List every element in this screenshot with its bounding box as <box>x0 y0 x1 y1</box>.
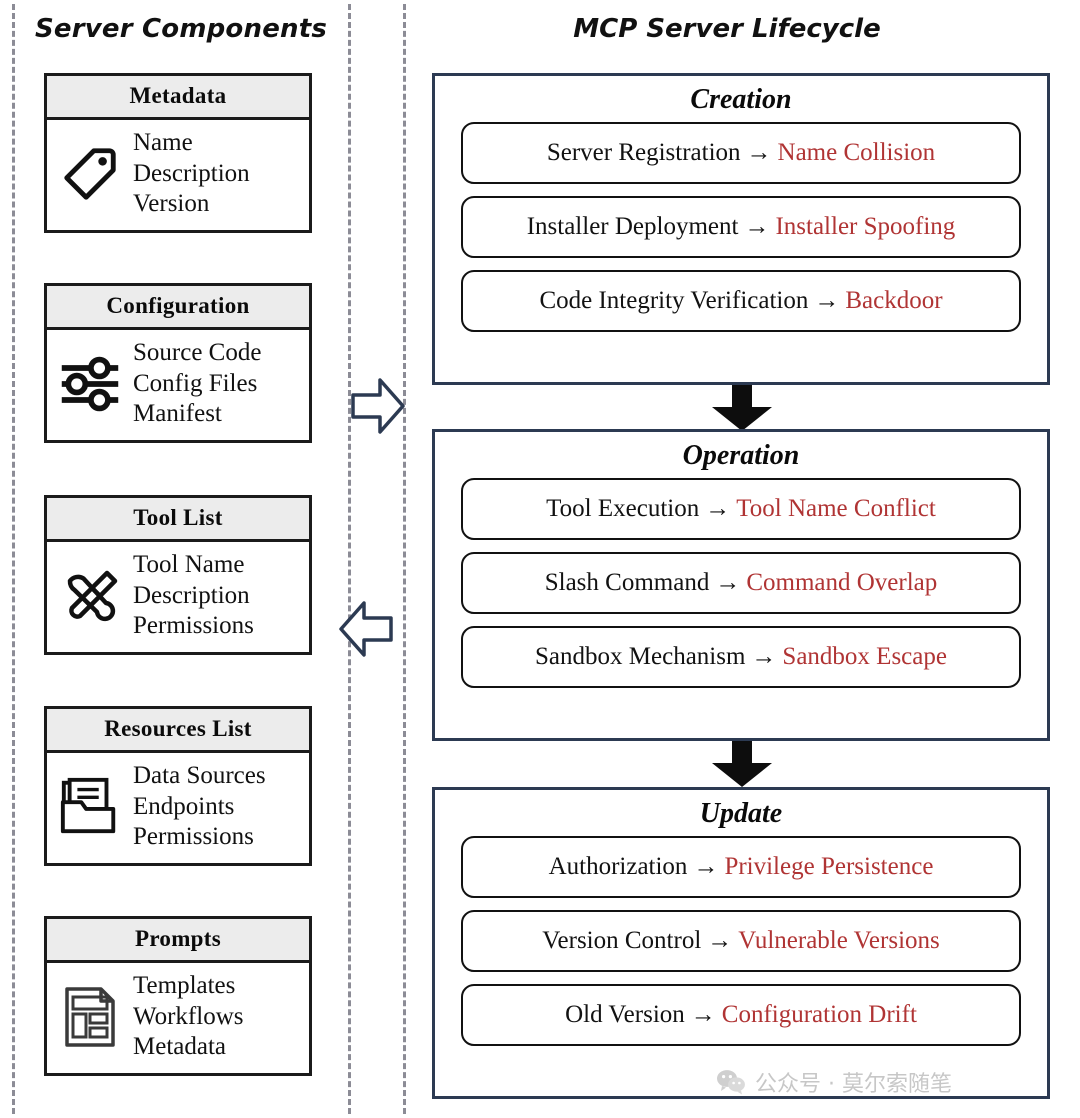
lifecycle-row[interactable]: Code Integrity Verification → Backdoor <box>461 270 1021 332</box>
card-body-resources-list: Data Sources Endpoints Permissions <box>47 753 309 863</box>
list-item: Permissions <box>133 612 254 639</box>
row-source: Slash Command <box>544 569 710 596</box>
row-source: Sandbox Mechanism <box>535 643 746 670</box>
card-items-metadata: Name Description Version <box>133 128 250 220</box>
card-header-configuration: Configuration <box>47 286 309 330</box>
arrow-glyph: → <box>705 495 731 522</box>
mcp-server-lifecycle-panel: MCP Server Lifecycle Creation Server Reg… <box>404 0 1080 1118</box>
arrow-glyph: → <box>746 139 772 166</box>
row-risk: Sandbox Escape <box>782 643 947 670</box>
stage-update[interactable]: Update Authorization → Privilege Persist… <box>432 787 1050 1099</box>
lifecycle-row[interactable]: Version Control → Vulnerable Versions <box>461 910 1021 972</box>
arrow-glyph: → <box>690 1001 716 1028</box>
tag-icon <box>53 132 127 216</box>
stage-title-creation: Creation <box>690 84 792 115</box>
list-item: Description <box>133 159 250 187</box>
list-item: Tool Name <box>133 551 245 578</box>
card-body-metadata: Name Description Version <box>47 120 309 230</box>
arrow-left-to-components <box>338 598 394 665</box>
server-components-panel: Server Components Metadata Name Descript… <box>22 0 340 1118</box>
row-risk: Configuration Drift <box>721 1001 917 1028</box>
row-source: Server Registration <box>546 139 741 166</box>
lifecycle-row[interactable]: Slash Command → Command Overlap <box>461 552 1021 614</box>
arrow-glyph: → <box>751 643 777 670</box>
server-components-title: Server Components <box>34 14 328 44</box>
stage-creation[interactable]: Creation Server Registration → Name Coll… <box>432 73 1050 385</box>
component-card-metadata[interactable]: Metadata Name Description Version <box>44 73 312 233</box>
card-body-configuration: Source Code Config Files Manifest <box>47 330 309 440</box>
card-items-resources-list: Data Sources Endpoints Permissions <box>133 761 266 853</box>
arrow-glyph: → <box>707 927 733 954</box>
row-risk: Command Overlap <box>746 569 938 596</box>
row-source: Version Control <box>542 927 702 954</box>
list-item: Workflows <box>133 1002 244 1030</box>
lifecycle-row[interactable]: Tool Execution → Tool Name Conflict <box>461 478 1021 540</box>
sliders-icon <box>53 342 127 426</box>
lifecycle-row[interactable]: Sandbox Mechanism → Sandbox Escape <box>461 626 1021 688</box>
dashed-divider-left <box>12 4 15 1114</box>
arrow-glyph: → <box>693 853 719 880</box>
card-header-prompts: Prompts <box>47 919 309 963</box>
row-source: Installer Deployment <box>526 213 739 240</box>
list-item: Permissions <box>133 823 254 850</box>
list-item: Config Files <box>133 369 258 397</box>
row-source: Authorization <box>548 853 688 880</box>
stage-title-update: Update <box>699 798 783 829</box>
row-risk: Privilege Persistence <box>724 853 934 880</box>
card-header-resources-list: Resources List <box>47 709 309 753</box>
list-item: Name <box>133 129 193 156</box>
card-items-configuration: Source Code Config Files Manifest <box>133 338 261 430</box>
row-source: Tool Execution <box>546 495 700 522</box>
dashed-divider-middle-right <box>403 4 406 1114</box>
card-header-metadata: Metadata <box>47 76 309 120</box>
row-risk: Vulnerable Versions <box>738 927 940 954</box>
card-items-prompts: Templates Workflows Metadata <box>133 971 243 1063</box>
card-body-tool-list: Tool Name Description Permissions <box>47 542 309 652</box>
dashed-divider-middle-left <box>348 4 351 1114</box>
lifecycle-row[interactable]: Old Version → Configuration Drift <box>461 984 1021 1046</box>
row-risk: Name Collision <box>777 139 936 166</box>
component-card-resources-list[interactable]: Resources List Data Sources Endpoints Pe… <box>44 706 312 866</box>
row-risk: Installer Spoofing <box>775 213 956 240</box>
template-doc-icon <box>53 975 127 1059</box>
card-header-tool-list: Tool List <box>47 498 309 542</box>
down-arrow-operation-to-update <box>706 741 778 792</box>
list-item: Source Code <box>133 339 262 366</box>
arrow-glyph: → <box>814 287 840 314</box>
list-item: Data Sources <box>133 762 266 789</box>
stage-title-operation: Operation <box>682 440 800 471</box>
card-body-prompts: Templates Workflows Metadata <box>47 963 309 1073</box>
tools-icon <box>53 554 127 638</box>
row-source: Old Version <box>565 1001 685 1028</box>
component-card-tool-list[interactable]: Tool List Tool Name Description Permissi… <box>44 495 312 655</box>
arrow-glyph: → <box>744 213 770 240</box>
card-items-tool-list: Tool Name Description Permissions <box>133 550 254 642</box>
list-item: Endpoints <box>133 792 235 820</box>
list-item: Description <box>133 581 250 609</box>
component-card-prompts[interactable]: Prompts Templates Workflows Metadata <box>44 916 312 1076</box>
list-item: Metadata <box>133 1033 227 1060</box>
arrow-glyph: → <box>715 569 741 596</box>
list-item: Manifest <box>133 400 222 427</box>
row-risk: Tool Name Conflict <box>736 495 936 522</box>
folder-docs-icon <box>53 765 127 849</box>
list-item: Templates <box>133 972 236 999</box>
row-source: Code Integrity Verification <box>539 287 809 314</box>
component-card-configuration[interactable]: Configuration Source Code Config Files <box>44 283 312 443</box>
stage-operation[interactable]: Operation Tool Execution → Tool Name Con… <box>432 429 1050 741</box>
row-risk: Backdoor <box>845 287 943 314</box>
down-arrow-creation-to-operation <box>706 385 778 436</box>
lifecycle-row[interactable]: Server Registration → Name Collision <box>461 122 1021 184</box>
list-item: Version <box>133 190 210 217</box>
lifecycle-title: MCP Server Lifecycle <box>573 14 881 44</box>
arrow-right-to-lifecycle <box>350 375 406 442</box>
lifecycle-row[interactable]: Authorization → Privilege Persistence <box>461 836 1021 898</box>
lifecycle-row[interactable]: Installer Deployment → Installer Spoofin… <box>461 196 1021 258</box>
